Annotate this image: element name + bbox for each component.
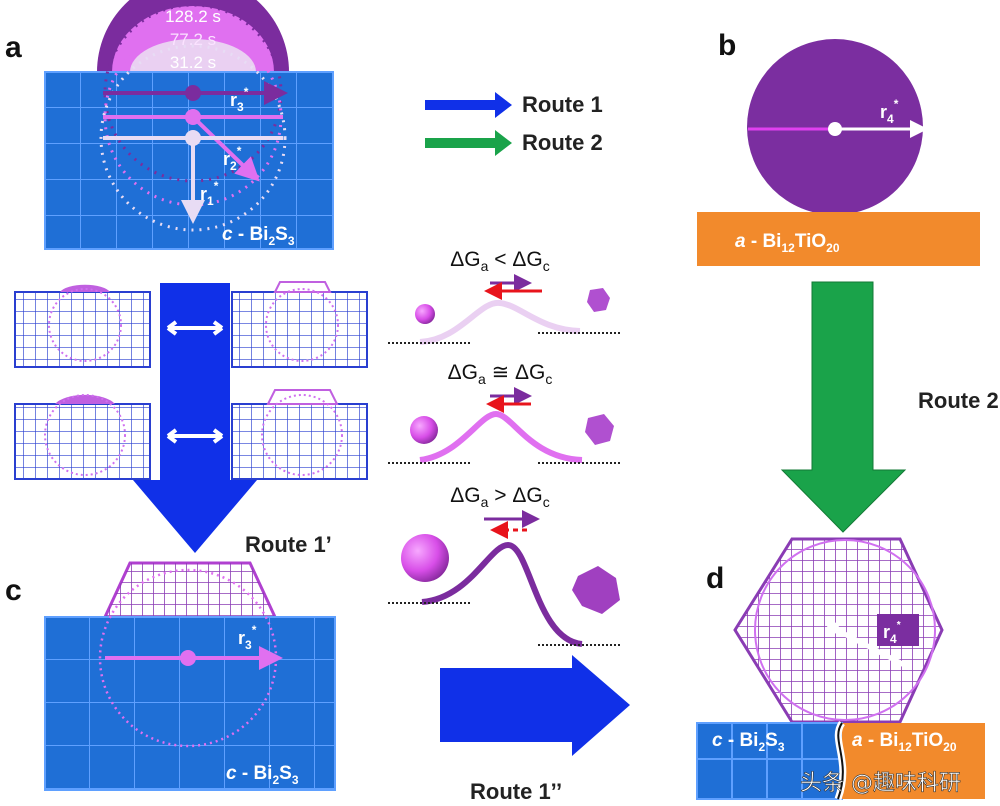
route1-arrow-icon [425, 92, 512, 118]
time-label: 128.2 s [165, 7, 221, 26]
substrate-label: c - Bi2S3 [226, 763, 299, 787]
polyhedral-nucleus [572, 566, 620, 614]
panel-label-b: b [718, 29, 736, 62]
cap-31s [130, 39, 256, 72]
route1-prime-arrow-icon [133, 283, 257, 553]
substrate-label: a - Bi12TiO20 [852, 730, 957, 754]
r4-label: r4* [880, 97, 899, 126]
r3-label: r3* [238, 623, 257, 652]
panel-c: r3* c - Bi2S3 [44, 561, 336, 791]
watermark: 头条 @趣味科研 [800, 771, 961, 796]
sphere-nucleus [410, 416, 438, 444]
route2-arrow-icon [425, 130, 512, 156]
route1-prime-label: Route 1’ [245, 532, 332, 557]
route2-label: Route 2 [918, 388, 999, 413]
legend-route1: Route 1 [522, 92, 603, 117]
panel-a: 128.2 s 77.2 s 31.2 s r3* r2* r1* c - Bi… [44, 0, 334, 250]
route1-double-prime-arrow-icon [440, 655, 630, 756]
panel-label-d: d [706, 562, 724, 595]
polyhedral-nucleus [585, 414, 614, 445]
substrate-label: a - Bi12TiO20 [735, 231, 840, 255]
condition-label: ΔGa > ΔGc [450, 484, 549, 510]
polyhedral-nucleus [587, 288, 610, 312]
panel-label-c: c [5, 574, 22, 607]
double-arrow-icon [166, 428, 224, 444]
a-bi12tio20-substrate [842, 723, 985, 799]
legend: Route 1 Route 2 [425, 92, 603, 156]
panel-d: r4* c - Bi2S3 a - Bi12TiO20 [696, 537, 985, 801]
condition-label: ΔGa ≅ ΔGc [448, 361, 553, 387]
dotted-circle [99, 44, 287, 232]
a-bi12tio20-substrate [697, 212, 980, 266]
time-label: 77.2 s [170, 30, 216, 49]
legend-route2: Route 2 [522, 130, 603, 155]
energy-diagrams: ΔGa < ΔGc ΔGa ≅ ΔGc ΔGa > ΔGc [388, 248, 620, 647]
double-arrow-icon [166, 320, 224, 336]
sphere-nucleus [415, 304, 435, 324]
intermediate-grids [14, 281, 368, 480]
route2-arrow-icon [780, 281, 907, 533]
condition-label: ΔGa < ΔGc [450, 248, 549, 274]
r3-label: r3* [230, 85, 249, 114]
r4-label: r4* [883, 620, 901, 646]
r2-label: r2* [223, 144, 242, 173]
panel-b: r4* a - Bi12TiO20 [697, 39, 980, 266]
c-bi2s3-substrate [696, 722, 843, 800]
panel-label-a: a [5, 31, 22, 64]
sphere-nucleus [401, 534, 449, 582]
r1-label: r1* [200, 179, 219, 208]
substrate-label: c - Bi2S3 [222, 224, 295, 248]
time-label: 31.2 s [170, 53, 216, 72]
substrate-label: c - Bi2S3 [712, 730, 785, 754]
route1-double-prime-label: Route 1’’ [470, 779, 562, 804]
